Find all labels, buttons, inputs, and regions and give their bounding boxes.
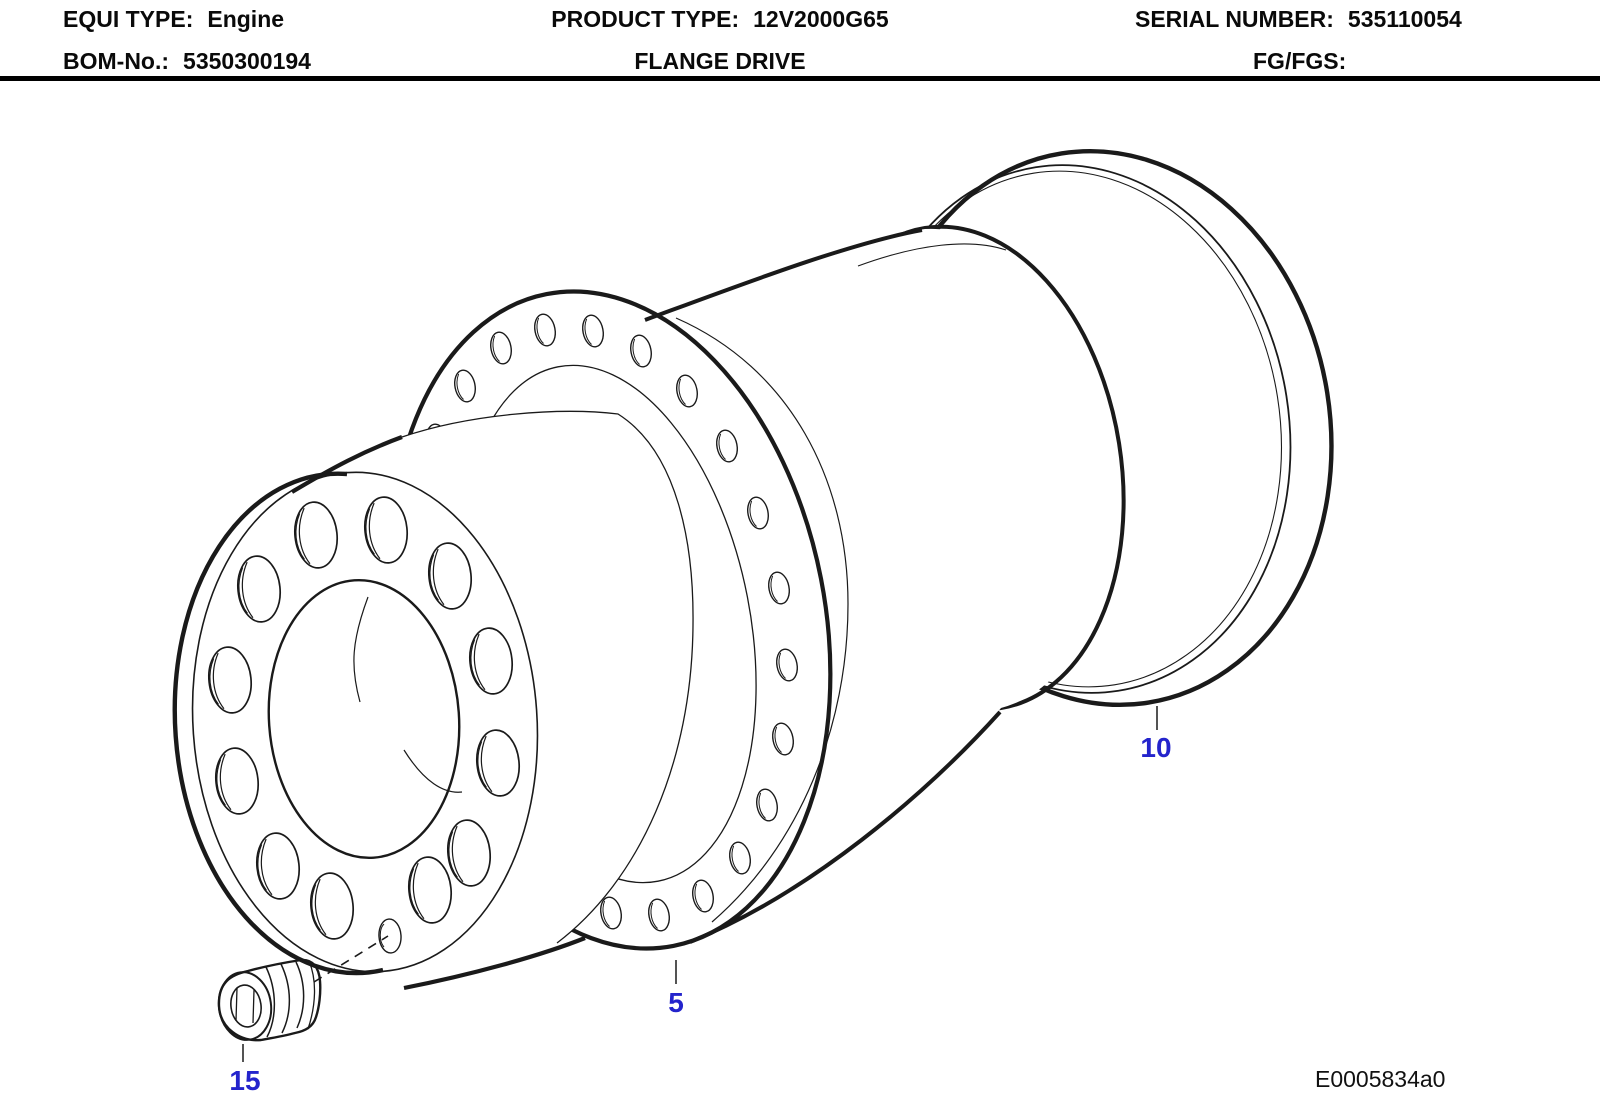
- product-type-value: 12V2000G65: [753, 6, 889, 32]
- serial-number-field: SERIAL NUMBER: 535110054: [1135, 6, 1462, 32]
- bolt-hole: [233, 553, 285, 625]
- equi-type-label: EQUI TYPE:: [63, 6, 194, 32]
- drum-body: [600, 224, 1126, 953]
- center-bore: [267, 578, 461, 860]
- fg-fgs-field: FG/FGS:: [1253, 48, 1360, 74]
- serial-number-label: SERIAL NUMBER:: [1135, 6, 1334, 32]
- set-screw: [217, 935, 389, 1042]
- callout-5-label[interactable]: 5: [668, 987, 684, 1018]
- front-flange-disc: [172, 471, 539, 976]
- rim-hole: [531, 311, 559, 349]
- serial-number-value: 535110054: [1347, 6, 1462, 32]
- sheet-title: FLANGE DRIVE: [400, 48, 1040, 74]
- bom-no-value: 5350300194: [183, 48, 311, 74]
- callout-5[interactable]: 5: [668, 960, 684, 1018]
- bolt-hole: [204, 644, 256, 716]
- bolt-hole: [306, 870, 358, 942]
- header-divider: [0, 76, 1600, 81]
- bom-no-label: BOM-No.:: [63, 48, 170, 74]
- callout-10[interactable]: 10: [1140, 706, 1172, 763]
- equi-type-value: Engine: [207, 6, 285, 32]
- sheet-title-text: FLANGE DRIVE: [634, 48, 806, 74]
- rim-hole: [451, 367, 479, 405]
- hex-socket: [230, 984, 262, 1028]
- fg-fgs-label: FG/FGS:: [1253, 48, 1347, 74]
- figure-code: E0005834a0: [1315, 1066, 1446, 1092]
- rim-hole: [487, 329, 515, 367]
- bolt-hole: [252, 830, 304, 902]
- set-screw-hole: [378, 918, 402, 954]
- callout-15[interactable]: 15: [229, 1044, 261, 1096]
- bom-no-field: BOM-No.: 5350300194: [63, 48, 311, 74]
- product-type-label: PRODUCT TYPE:: [551, 6, 740, 32]
- callout-10-label[interactable]: 10: [1140, 732, 1171, 763]
- product-type-field: PRODUCT TYPE: 12V2000G65: [400, 6, 1040, 32]
- bolt-hole: [211, 745, 263, 817]
- assembly-dashed-line: [313, 935, 389, 983]
- callout-15-label[interactable]: 15: [229, 1065, 260, 1096]
- equi-type-field: EQUI TYPE: Engine: [63, 6, 284, 32]
